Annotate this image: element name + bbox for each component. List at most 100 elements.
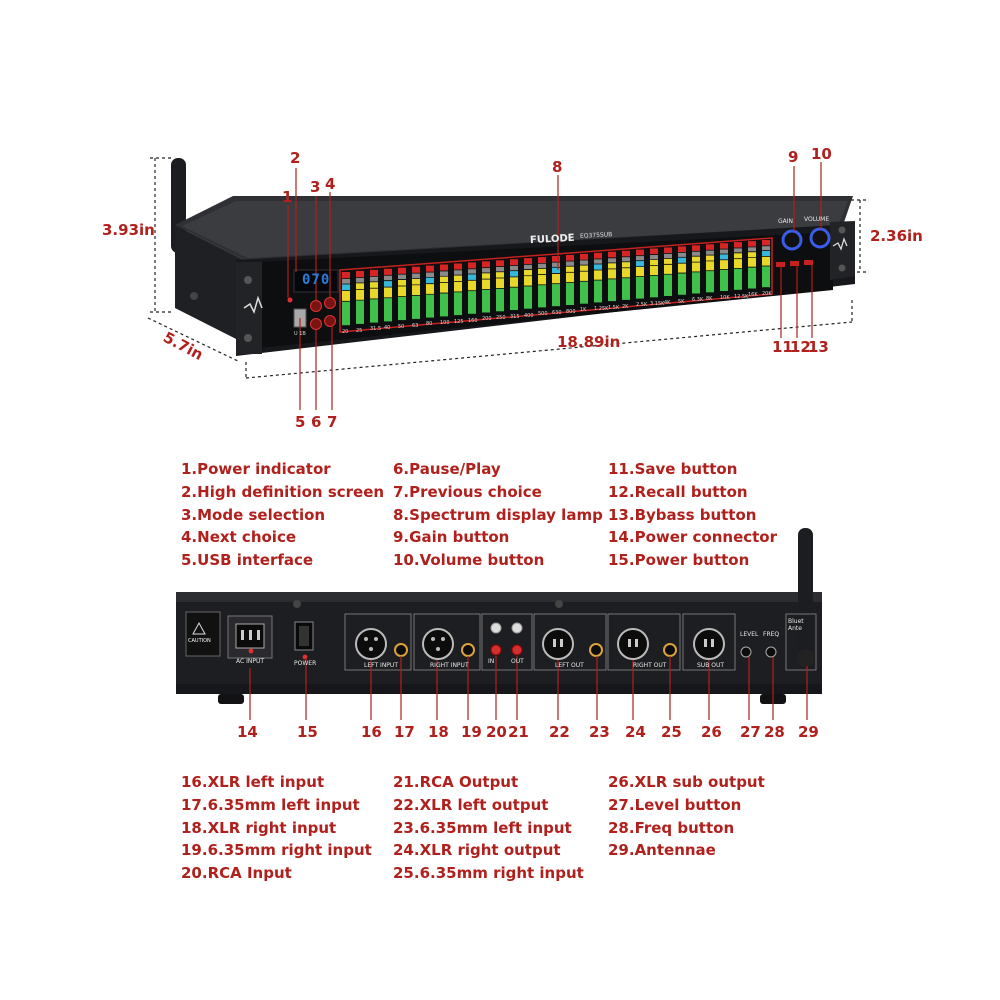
gain-label: GAIN: [778, 218, 794, 225]
left-out-label: LEFT OUT: [555, 662, 584, 669]
spectrum-bar-segment: [762, 256, 770, 266]
frequency-label: 2.5K: [636, 302, 648, 309]
spectrum-bar-segment: [664, 258, 672, 264]
spectrum-bar-segment: [580, 265, 588, 271]
spectrum-bar-segment: [762, 266, 770, 288]
xlr-left-input: [355, 628, 387, 660]
spectrum-bar-segment: [594, 270, 602, 280]
spectrum-bar-segment: [636, 277, 644, 299]
level-label: LEVEL: [740, 631, 759, 638]
spectrum-bar-segment: [496, 272, 504, 278]
spectrum-bar-segment: [566, 261, 574, 266]
spectrum-bar-segment: [580, 281, 588, 304]
legend-top: 1.Power indicator 2.High definition scre…: [0, 458, 1000, 578]
jack-right-input: [461, 643, 475, 657]
spectrum-bar-segment: [720, 243, 728, 249]
spectrum-bar-segment: [496, 278, 504, 288]
callout-29: 29: [798, 723, 819, 741]
sub-out-label: SUB OUT: [697, 662, 725, 669]
spectrum-bar-segment: [384, 268, 392, 275]
spectrum-bar-segment: [482, 289, 490, 313]
spectrum-bar-segment: [720, 249, 728, 254]
spectrum-bar-segment: [650, 255, 658, 260]
spectrum-bar-segment: [524, 264, 532, 270]
spectrum-bar-segment: [650, 259, 658, 266]
spectrum-bar-segment: [468, 269, 476, 274]
spectrum-bar-segment: [384, 281, 392, 287]
spectrum-bar-segment: [706, 261, 714, 271]
spectrum-bar-segment: [440, 293, 448, 317]
spectrum-bar-segment: [734, 253, 742, 259]
spectrum-bar-segment: [692, 256, 700, 262]
spectrum-bar-segment: [720, 260, 728, 270]
spectrum-bar-segment: [706, 244, 714, 250]
spectrum-bar-segment: [552, 256, 560, 262]
spectrum-bar-segment: [440, 276, 448, 283]
xlr-sub-output: [693, 628, 725, 660]
legend-item: 13.Bybass button: [608, 505, 757, 524]
legend-item: 29.Antennae: [608, 841, 716, 860]
right-out-module: [607, 613, 681, 671]
callout-24: 24: [625, 723, 646, 741]
legend-item: 10.Volume button: [393, 551, 545, 570]
dimension-height-left: 3.93in: [102, 221, 155, 239]
volume-knob: [809, 227, 831, 249]
spectrum-bar-segment: [552, 273, 560, 284]
callout-9: 9: [788, 148, 799, 166]
power-indicator-light: [287, 297, 293, 303]
legend-item: 12.Recall button: [608, 482, 748, 501]
display-readout: 070: [302, 272, 331, 288]
bypass-button-shape: [804, 260, 813, 265]
rca-out-white: [511, 622, 523, 634]
callout-1: 1: [282, 188, 293, 206]
spectrum-bar-segment: [720, 269, 728, 291]
legend-item: 27.Level button: [608, 795, 742, 814]
callout-28: 28: [764, 723, 785, 741]
spectrum-bar-segment: [440, 282, 448, 293]
legend-item: 21.RCA Output: [393, 773, 519, 791]
spectrum-bar-segment: [664, 247, 672, 254]
frequency-label: 800: [566, 308, 576, 315]
spectrum-bar-segment: [706, 271, 714, 293]
spectrum-bar-segment: [580, 271, 588, 281]
spectrum-bar-segment: [678, 257, 686, 263]
spectrum-bar-segment: [664, 264, 672, 274]
callout-11: 11: [772, 338, 793, 356]
legend-bottom-col1: 16.XLR left input 17.6.35mm left input 1…: [181, 771, 372, 885]
frequency-label: 200: [482, 316, 492, 323]
callout-21: 21: [508, 723, 529, 741]
spectrum-bar-segment: [356, 277, 364, 283]
dimension-height-right: 2.36in: [870, 227, 923, 245]
spectrum-bar-segment: [482, 279, 490, 290]
spectrum-bar-segment: [468, 262, 476, 269]
spectrum-bar-segment: [706, 250, 714, 255]
spectrum-bar-segment: [356, 300, 364, 324]
spectrum-bar-segment: [608, 279, 616, 302]
spectrum-bar-segment: [524, 270, 532, 276]
frequency-label: 12.5K: [734, 293, 749, 300]
rack-ear-left: [236, 262, 262, 354]
legend-item: 16.XLR left input: [181, 773, 325, 791]
mode-button: [310, 300, 322, 312]
previous-button: [324, 315, 336, 327]
spectrum-bar-segment: [412, 295, 420, 319]
callout-10: 10: [811, 145, 832, 163]
spectrum-bar-segment: [594, 264, 602, 270]
frequency-label: 160: [468, 317, 478, 324]
spectrum-bar-segment: [412, 285, 420, 295]
spectrum-bar-segment: [748, 257, 756, 267]
spectrum-bar-segment: [510, 277, 518, 287]
callout-17: 17: [394, 723, 415, 741]
spectrum-bar-segment: [384, 298, 392, 322]
callout-14: 14: [237, 723, 258, 741]
spectrum-bar-segment: [622, 250, 630, 257]
spectrum-bar-segment: [384, 275, 392, 281]
callout-20: 20: [486, 723, 507, 741]
legend-item: 14.Power connector: [608, 528, 778, 547]
spectrum-bar-segment: [566, 254, 574, 261]
callout-7: 7: [327, 413, 338, 431]
spectrum-bar-segment: [398, 297, 406, 321]
freq-label: FREQ: [763, 631, 780, 638]
frequency-label: 125: [454, 318, 464, 325]
callout-3: 3: [310, 178, 321, 196]
